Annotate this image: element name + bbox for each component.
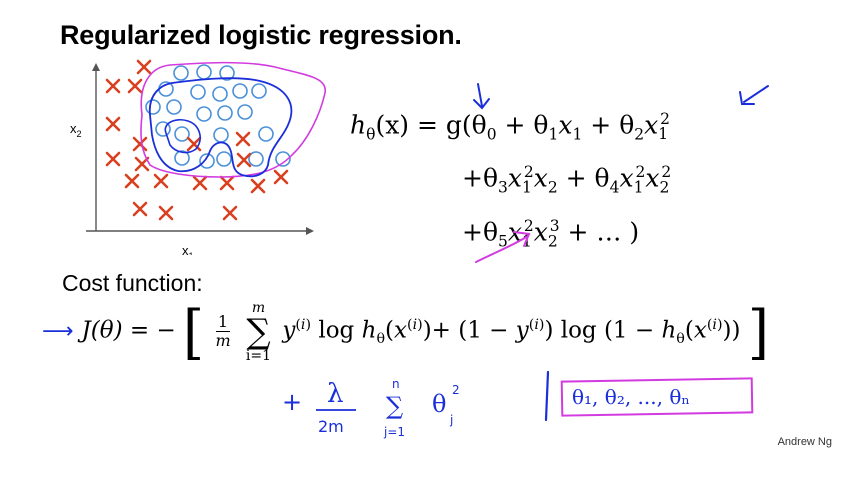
circle-marker [145,99,161,115]
cross-marker [235,131,251,147]
cross-marker [273,169,289,185]
cross-marker [132,201,148,217]
circle-markers [145,64,291,169]
circle-marker [219,65,235,81]
hypothesis-line-3: +θ5x12x23 + … ) [462,216,640,250]
pen-plus-sign: + [282,388,302,416]
reg-sum-bottom: j=1 [383,425,405,439]
cross-marker [186,136,202,152]
cross-marker [124,173,140,189]
hypothesis-line-2: +θ3x12x2 + θ4x12x22 [462,163,672,197]
cross-marker [105,116,121,132]
cross-markers [105,59,289,221]
right-bracket: ] [747,296,769,367]
hypothesis-line-1: hθ(x) = g(θ0 + θ1x1 + θ2x12 [350,110,670,144]
blue-boundary [148,77,293,178]
circle-marker [199,153,215,169]
param-box [560,377,754,417]
circle-marker [232,83,248,99]
cross-marker [132,136,148,152]
cross-marker [134,156,150,172]
circle-marker [248,151,264,167]
author-credit: Andrew Ng [777,436,832,448]
circle-marker [196,106,212,122]
circle-marker [174,126,190,142]
circle-marker [155,121,171,137]
circle-marker [251,83,267,99]
y-axis-arrow [92,63,100,71]
reg-sum-icon: ∑ [386,392,403,420]
circle-marker [216,151,232,167]
reg-sum-top: n [392,377,400,391]
reg-lambda: λ [327,379,343,409]
circle-marker [174,150,190,166]
circle-marker [237,104,253,120]
axis-x-label: x1 [182,243,194,255]
cross-marker [105,151,121,167]
circle-marker [196,64,212,80]
circle-marker [173,65,189,81]
cross-marker [192,175,208,191]
circle-marker [217,105,233,121]
summation: m∑i=1 [245,299,272,364]
pen-arrow-diagonal-icon [739,85,769,105]
magenta-boundary [140,61,326,178]
blue-inner-loop [164,118,201,154]
cross-marker [222,205,238,221]
param-list: θ₁, θ₂, ..., θₙ [572,385,690,409]
x-axis-arrow [306,227,314,235]
decision-boundary-plot: x2 x1 [70,59,326,255]
cross-marker [153,173,169,189]
circle-marker [275,151,291,167]
slide-title: Regularized logistic regression. [60,20,462,50]
circle-marker [258,126,274,142]
left-bracket: [ [183,296,205,367]
cross-marker [105,78,121,94]
reg-theta: θ [432,390,446,418]
cross-marker [136,59,152,75]
cross-marker [127,78,143,94]
circle-marker [212,86,228,102]
reg-theta-sub: j [449,413,453,427]
pen-divider [544,370,550,422]
cross-marker [236,152,252,168]
reg-theta-sup: 2 [452,383,460,397]
hypothesis-formula: hθ(x) = g(θ0 + θ1x1 + θ2x12 +θ3x12x2 + θ… [350,100,671,260]
circle-marker [213,127,229,143]
cross-marker [250,178,266,194]
circle-marker [190,84,206,100]
cross-marker [158,205,174,221]
axis-y-label: x2 [70,121,82,139]
circle-marker [166,99,182,115]
cost-function-label: Cost function: [62,270,203,296]
reg-denominator: 2m [318,417,344,436]
pen-arrow-icon: ⟶ [42,318,74,344]
cross-marker [219,175,235,191]
